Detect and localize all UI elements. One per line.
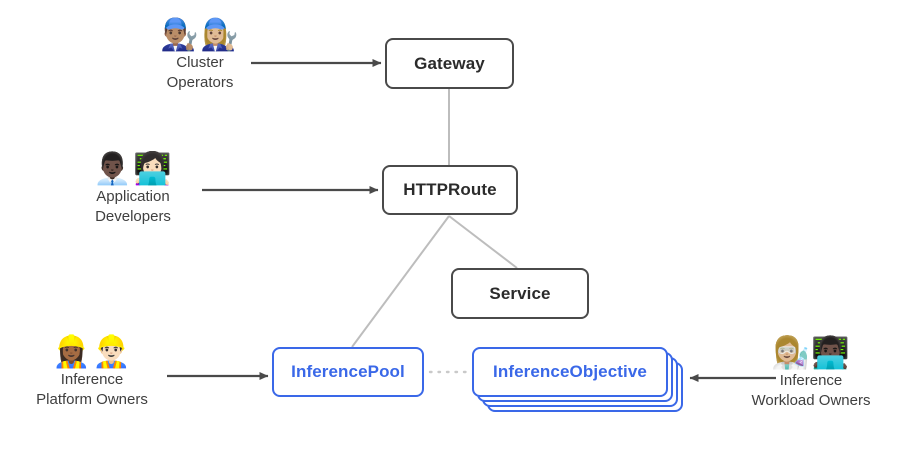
node-inferenceobjective-label: InferenceObjective <box>493 362 647 382</box>
node-inferenceobjective[interactable]: InferenceObjective <box>472 347 668 397</box>
persona-application-developers: 👨🏿‍💼👩🏻‍💻 Application Developers <box>33 152 233 227</box>
edge-httproute-to-service <box>448 215 518 269</box>
node-httproute[interactable]: HTTPRoute <box>382 165 518 215</box>
persona-inference-workload-owners-label: Inference Workload Owners <box>751 372 871 410</box>
node-inferenceobjective-stack[interactable]: InferenceObjective <box>472 347 683 412</box>
persona-application-developers-label: Application Developers <box>95 188 171 226</box>
inference-workload-owners-icon: 👩🏼‍🔬👨🏿‍💻 <box>771 335 851 370</box>
edge-httproute-to-inferencepool <box>351 215 450 348</box>
node-gateway[interactable]: Gateway <box>385 38 514 89</box>
node-httproute-label: HTTPRoute <box>403 180 497 200</box>
persona-cluster-operators: 👨🏽‍🔧👩🏼‍🔧 Cluster Operators <box>100 18 300 93</box>
persona-cluster-operators-label: Cluster Operators <box>166 54 234 92</box>
persona-inference-platform-owners-label: Inference Platform Owners <box>36 371 148 409</box>
persona-inference-workload-owners: 👩🏼‍🔬👨🏿‍💻 Inference Workload Owners <box>711 336 902 411</box>
cluster-operators-icon: 👨🏽‍🔧👩🏼‍🔧 <box>160 17 240 52</box>
node-gateway-label: Gateway <box>414 53 485 73</box>
inference-platform-owners-icon: 👷🏾‍♀️👷🏻‍♂️ <box>52 334 132 369</box>
node-service[interactable]: Service <box>451 268 589 319</box>
application-developers-icon: 👨🏿‍💼👩🏻‍💻 <box>93 151 173 186</box>
persona-inference-platform-owners: 👷🏾‍♀️👷🏻‍♂️ Inference Platform Owners <box>0 335 192 410</box>
node-inferencepool-label: InferencePool <box>291 362 405 382</box>
node-service-label: Service <box>489 283 551 303</box>
node-inferencepool[interactable]: InferencePool <box>272 347 424 397</box>
